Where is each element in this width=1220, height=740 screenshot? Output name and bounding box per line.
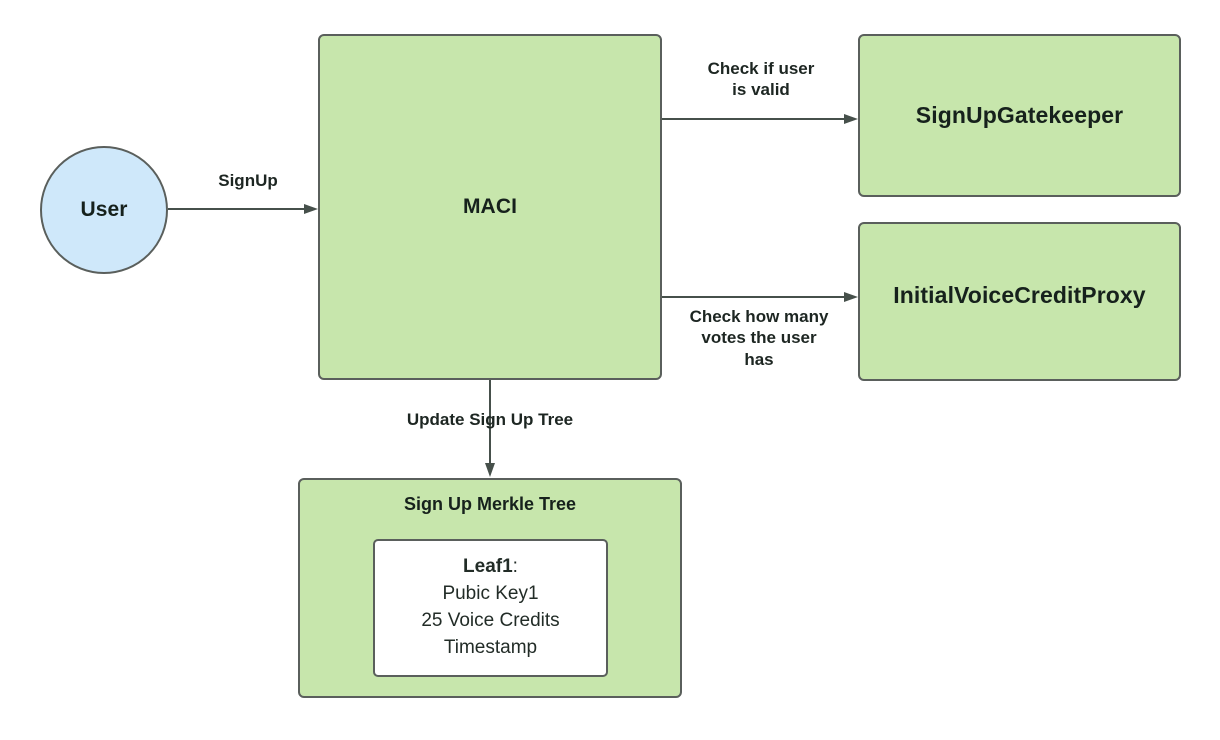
node-signup-gatekeeper-label: SignUpGatekeeper [915, 102, 1124, 129]
edge-label-update-sign-up-tree: Update Sign Up Tree [406, 410, 574, 429]
node-initial-voice-credit-proxy[interactable]: InitialVoiceCreditProxy [858, 222, 1181, 381]
node-sign-up-merkle-tree-label: Sign Up Merkle Tree [403, 494, 577, 514]
edge-maci-to-gatekeeper [661, 109, 861, 129]
edge-label-check-how-many-votes: Check how many votes the user has [689, 307, 829, 369]
leaf1-line-voice-credits: 25 Voice Credits [421, 610, 560, 631]
node-user-label: User [80, 197, 128, 221]
node-user[interactable]: User [40, 146, 168, 274]
edge-label-signup: SignUp [218, 171, 278, 190]
leaf1-title-suffix: : [512, 556, 518, 578]
node-signup-gatekeeper[interactable]: SignUpGatekeeper [858, 34, 1181, 197]
edge-maci-to-voice-credit-proxy [661, 287, 861, 307]
node-leaf1[interactable]: Leaf1: Pubic Key1 25 Voice Credits Times… [373, 539, 608, 677]
leaf1-title-bold: Leaf1 [463, 556, 513, 578]
node-maci-label: MACI [462, 194, 518, 218]
edge-user-to-maci [168, 199, 320, 219]
node-initial-voice-credit-proxy-label: InitialVoiceCreditProxy [893, 282, 1146, 308]
leaf1-line-public-key: Pubic Key1 [442, 583, 539, 605]
leaf1-line-timestamp: Timestamp [443, 636, 538, 658]
edge-label-check-if-user-is-valid: Check if user is valid [707, 59, 815, 100]
node-maci[interactable]: MACI [318, 34, 662, 380]
leaf1-title: Leaf1: [463, 554, 518, 581]
edge-maci-to-merkle-tree [480, 380, 500, 480]
